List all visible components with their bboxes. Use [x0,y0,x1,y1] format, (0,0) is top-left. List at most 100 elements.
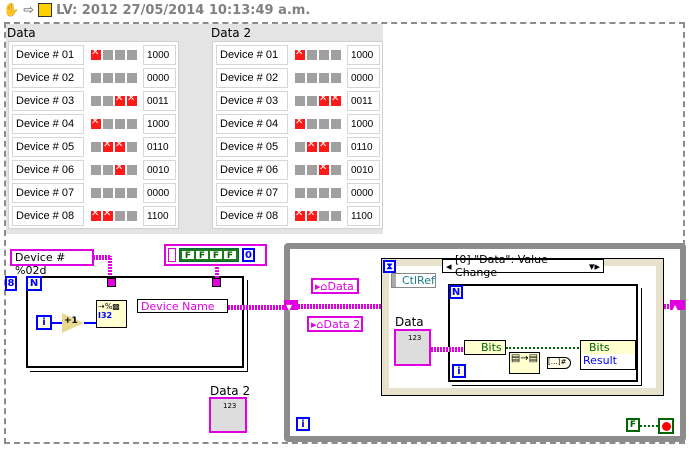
data-terminal[interactable]: 123 [394,329,431,366]
bit-led[interactable] [127,73,137,83]
boolean-array-to-number-node[interactable]: ▤→▤ [509,352,540,374]
shift-register-right[interactable]: ▲ [670,300,685,312]
bit-led[interactable] [91,165,101,175]
value-string[interactable]: 0000 [347,68,380,88]
bit-led[interactable] [331,73,341,83]
bool-constant[interactable]: F [224,251,236,261]
bool-constant[interactable]: F [210,251,222,261]
bit-led[interactable] [115,188,125,198]
bit-led[interactable] [307,165,317,175]
bit-led[interactable] [91,96,101,106]
bundle-by-name-node[interactable]: Device Name [137,299,228,313]
bit-led[interactable] [319,162,329,175]
bit-led[interactable] [331,142,341,152]
bit-led[interactable] [91,73,101,83]
value-string[interactable]: 1000 [347,45,380,65]
bit-led[interactable] [295,96,305,106]
value-string[interactable]: 0010 [347,160,380,180]
device-name[interactable]: Device # 03 [12,91,84,111]
bit-led[interactable] [307,73,317,83]
bit-led[interactable] [295,208,305,221]
for-loop[interactable] [26,276,244,368]
bit-led[interactable] [91,208,101,221]
property-node-data2[interactable]: ▸⌂Data 2 [307,316,363,332]
device-name[interactable]: Device # 04 [216,114,288,134]
bit-led[interactable] [307,96,317,106]
value-string[interactable]: 1000 [347,114,380,134]
device-name[interactable]: Device # 06 [12,160,84,180]
device-name[interactable]: Device # 02 [12,68,84,88]
bit-led[interactable] [103,188,113,198]
bit-led[interactable] [295,73,305,83]
bit-led[interactable] [319,93,329,106]
unbundle-by-name-node[interactable]: Bits [464,340,506,355]
bit-led[interactable] [91,188,101,198]
value-string[interactable]: 1000 [143,114,176,134]
device-name[interactable]: Device # 01 [216,45,288,65]
bit-led[interactable] [103,50,113,60]
bit-led[interactable] [103,73,113,83]
device-name[interactable]: Device # 07 [216,183,288,203]
bit-led[interactable] [127,211,137,221]
value-string[interactable]: 0011 [143,91,176,111]
bit-led[interactable] [331,188,341,198]
device-name[interactable]: Device # 08 [12,206,84,226]
data2-terminal[interactable]: 123 [209,397,247,433]
device-name[interactable]: Device # 07 [12,183,84,203]
value-string[interactable]: 0000 [347,183,380,203]
bit-led[interactable] [319,139,329,152]
bit-led[interactable] [127,50,137,60]
bit-led[interactable] [115,50,125,60]
stop-false-constant[interactable]: F [626,418,640,432]
bit-led[interactable] [331,119,341,129]
device-name[interactable]: Device # 05 [216,137,288,157]
bit-led[interactable] [115,162,125,175]
bit-led[interactable] [103,208,113,221]
loop-count-constant[interactable]: 8 [5,276,17,291]
increment-node[interactable] [62,313,84,333]
bit-led[interactable] [331,50,341,60]
bit-led[interactable] [91,142,101,152]
bit-led[interactable] [115,139,125,152]
device-name[interactable]: Device # 05 [12,137,84,157]
bit-led[interactable] [319,50,329,60]
index-constant[interactable]: 0 [242,248,255,262]
bit-led[interactable] [103,96,113,106]
device-name[interactable]: Device # 08 [216,206,288,226]
bool-constant[interactable]: F [196,251,208,261]
property-node-data[interactable]: ▸⌂Data [311,278,359,294]
device-name[interactable]: Device # 01 [12,45,84,65]
value-string[interactable]: 0011 [347,91,380,111]
event-case-selector[interactable]: ◂ [0] "Data": Value Change ▾▸ [442,253,604,279]
cluster-constant[interactable]: F F F F 0 [164,244,267,266]
bit-led[interactable] [127,119,137,129]
bit-led[interactable] [115,93,125,106]
bit-led[interactable] [115,119,125,129]
bit-led[interactable] [91,116,101,129]
device-name[interactable]: Device # 03 [216,91,288,111]
value-string[interactable]: 1100 [143,206,176,226]
value-string[interactable]: 0010 [143,160,176,180]
bit-led[interactable] [127,188,137,198]
bit-led[interactable] [307,50,317,60]
bit-led[interactable] [127,93,137,106]
bit-led[interactable] [331,165,341,175]
bit-led[interactable] [319,119,329,129]
bit-led[interactable] [319,188,329,198]
bool-constant[interactable]: F [182,251,194,261]
bit-led[interactable] [331,93,341,106]
bit-led[interactable] [295,47,305,60]
bit-led[interactable] [295,142,305,152]
bit-led[interactable] [103,165,113,175]
arrow-icon[interactable]: ⇨ [23,2,35,18]
bit-led[interactable] [319,211,329,221]
bit-led[interactable] [91,47,101,60]
bit-led[interactable] [103,119,113,129]
bit-led[interactable] [115,73,125,83]
device-name[interactable]: Device # 04 [12,114,84,134]
device-name[interactable]: Device # 06 [216,160,288,180]
bit-led[interactable] [103,139,113,152]
bit-led[interactable] [127,165,137,175]
